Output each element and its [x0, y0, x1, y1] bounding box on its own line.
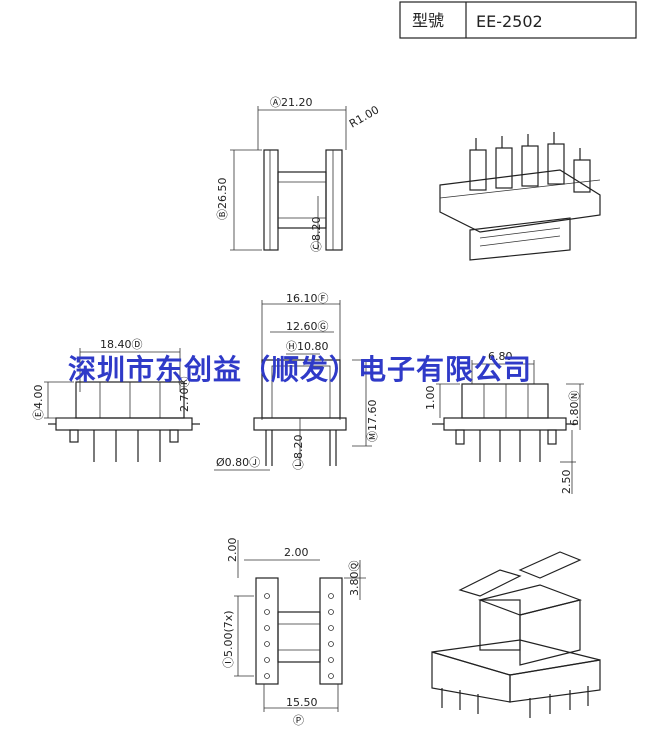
- dim-c: Ⓒ8.20: [310, 217, 323, 253]
- top-view: Ⓐ21.20 R1.00 Ⓑ26.50 Ⓒ8.20: [216, 96, 381, 252]
- dim-f: 16.10Ⓕ: [286, 292, 329, 305]
- dim-p: 15.50: [286, 696, 318, 709]
- dim-j: Ø0.80Ⓙ: [216, 456, 260, 469]
- dim-b: Ⓑ26.50: [216, 178, 229, 221]
- dim-d: 18.40Ⓓ: [100, 338, 143, 351]
- dim-l: Ⓛ8.20: [292, 435, 305, 471]
- dim-two-fifty: 2.50: [560, 470, 573, 495]
- dim-left-two: 2.00: [284, 546, 309, 559]
- front-view: 16.10Ⓕ 12.60Ⓖ Ⓗ10.80 Ⓜ17.60 Ⓛ8.20 Ø0.80Ⓙ: [214, 292, 379, 471]
- company-watermark: 深圳市东创益（顺发）电子有限公司: [68, 353, 532, 386]
- dim-p-circle: Ⓟ: [293, 714, 304, 727]
- isometric-view-bottom: [431, 551, 601, 718]
- side-view-left: 18.40Ⓓ Ⓔ4.00 2.70Ⓚ: [32, 338, 200, 462]
- dim-a: Ⓐ21.20: [270, 96, 313, 109]
- dim-k: 2.70Ⓚ: [178, 377, 191, 413]
- dim-r: R1.00: [347, 103, 381, 130]
- dim-e: Ⓔ4.00: [32, 385, 45, 421]
- dim-top-two: 2.00: [226, 538, 239, 563]
- dim-i: Ⓘ5.00(7x): [222, 610, 235, 668]
- title-block: 型號 EE-2502: [399, 1, 637, 39]
- isometric-view-top: [439, 132, 601, 261]
- bottom-view: 2.00 2.00 3.80Ⓠ Ⓘ5.00(7x) 15.50 Ⓟ: [222, 538, 366, 727]
- dim-q: 3.80Ⓠ: [348, 561, 361, 597]
- dim-n2: 6.80Ⓝ: [568, 391, 581, 427]
- model-label: 型號: [412, 11, 444, 30]
- dim-h: Ⓗ10.80: [286, 340, 329, 353]
- model-number: EE-2502: [476, 12, 543, 31]
- side-view-right: 6.80 1.00 6.80Ⓝ 2.50: [424, 350, 584, 494]
- dim-g: 12.60Ⓖ: [286, 320, 329, 333]
- dim-one: 1.00: [424, 386, 437, 411]
- dim-m: Ⓜ17.60: [366, 400, 379, 443]
- dim-n: 6.80: [488, 350, 513, 363]
